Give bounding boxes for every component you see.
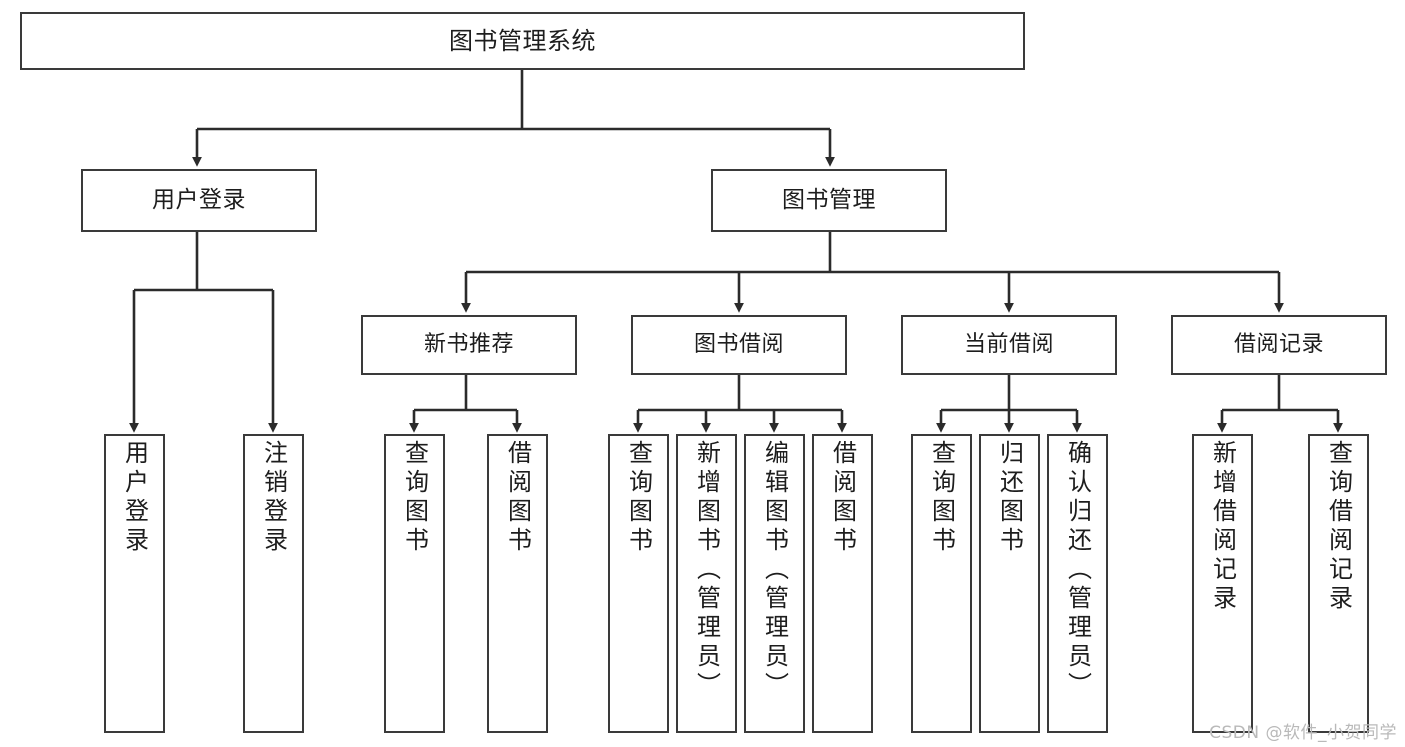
node-label: 借阅图书 bbox=[503, 440, 532, 556]
node-label: 图书管理系统 bbox=[449, 26, 596, 55]
node-label: 编辑图书（管理员） bbox=[760, 440, 789, 701]
node-label: 查询图书 bbox=[624, 440, 653, 556]
leaf-return-book[interactable]: 归还图书 bbox=[979, 434, 1040, 733]
leaf-query-book-borrowing[interactable]: 查询图书 bbox=[608, 434, 669, 733]
leaf-logout-login[interactable]: 注销登录 bbox=[243, 434, 304, 733]
node-root-book-management-system[interactable]: 图书管理系统 bbox=[20, 12, 1025, 70]
leaf-add-borrowing-record[interactable]: 新增借阅记录 bbox=[1192, 434, 1253, 733]
node-user-login[interactable]: 用户登录 bbox=[81, 169, 317, 232]
leaf-edit-book-admin[interactable]: 编辑图书（管理员） bbox=[744, 434, 805, 733]
watermark-text: CSDN @软件_小贺同学 bbox=[1209, 723, 1397, 743]
node-label: 确认归还（管理员） bbox=[1063, 440, 1092, 701]
node-label: 用户登录 bbox=[152, 186, 246, 213]
node-label: 借阅图书 bbox=[828, 440, 857, 556]
leaf-query-book-new-book-rec[interactable]: 查询图书 bbox=[384, 434, 445, 733]
leaf-user-login[interactable]: 用户登录 bbox=[104, 434, 165, 733]
node-label: 注销登录 bbox=[259, 440, 288, 556]
node-label: 新增借阅记录 bbox=[1208, 440, 1237, 614]
leaf-query-book-current-borrow[interactable]: 查询图书 bbox=[911, 434, 972, 733]
node-label: 归还图书 bbox=[995, 440, 1024, 556]
leaf-query-borrowing-record[interactable]: 查询借阅记录 bbox=[1308, 434, 1369, 733]
node-label: 查询借阅记录 bbox=[1324, 440, 1353, 614]
node-book-management[interactable]: 图书管理 bbox=[711, 169, 947, 232]
node-label: 查询图书 bbox=[927, 440, 956, 556]
leaf-borrow-book-borrowing[interactable]: 借阅图书 bbox=[812, 434, 873, 733]
node-label: 查询图书 bbox=[400, 440, 429, 556]
leaf-confirm-return-admin[interactable]: 确认归还（管理员） bbox=[1047, 434, 1108, 733]
node-label: 图书管理 bbox=[782, 186, 876, 213]
leaf-add-book-admin[interactable]: 新增图书（管理员） bbox=[676, 434, 737, 733]
node-label: 用户登录 bbox=[120, 440, 149, 556]
node-label: 当前借阅 bbox=[963, 331, 1054, 357]
node-borrowing-record[interactable]: 借阅记录 bbox=[1171, 315, 1387, 375]
node-label: 借阅记录 bbox=[1233, 331, 1324, 357]
node-label: 图书借阅 bbox=[693, 331, 784, 357]
node-book-borrowing[interactable]: 图书借阅 bbox=[631, 315, 847, 375]
node-new-book-recommendation[interactable]: 新书推荐 bbox=[361, 315, 577, 375]
node-current-borrowing[interactable]: 当前借阅 bbox=[901, 315, 1117, 375]
node-label: 新增图书（管理员） bbox=[692, 440, 721, 701]
node-label: 新书推荐 bbox=[423, 331, 514, 357]
leaf-borrow-book-new-book-rec[interactable]: 借阅图书 bbox=[487, 434, 548, 733]
